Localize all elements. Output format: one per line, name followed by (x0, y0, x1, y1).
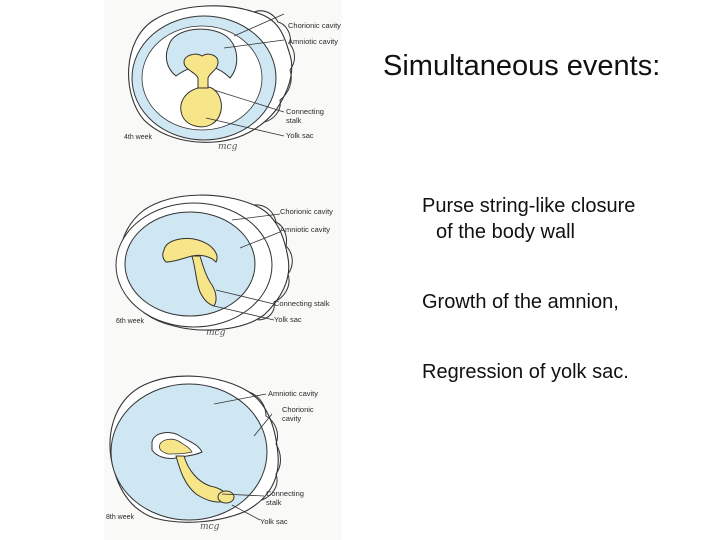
label-yolk-sac: Yolk sac (260, 517, 288, 526)
slide-title: Simultaneous events: (383, 50, 661, 82)
pointer-line (231, 213, 281, 221)
point-yolk-sac-regression: Regression of yolk sac. (422, 361, 629, 383)
pointer-line (223, 39, 285, 49)
week-label: 8th week (106, 514, 135, 521)
artist-signature: mcg (206, 328, 226, 338)
pointer-line (213, 89, 285, 113)
amniotic-cavity (124, 211, 256, 317)
yolk-sac (217, 490, 235, 504)
point-amnion-growth: Growth of the amnion, (422, 291, 619, 313)
pointer-line (233, 13, 285, 37)
pointer-line (221, 493, 265, 497)
point-body-wall-line1: Purse string-like closure (422, 195, 636, 217)
chorion-villi (253, 204, 293, 321)
artist-signature: mcg (200, 522, 220, 532)
week-label: 6th week (116, 318, 145, 325)
pointer-line (205, 117, 285, 137)
label-connecting-stalk: Connecting stalk (266, 489, 304, 507)
point-body-wall-line2: of the body wall (436, 221, 575, 243)
pointer-line (213, 393, 267, 405)
label-amniotic-cavity: Amniotic cavity (280, 225, 331, 234)
embryo-diagram-panel: Chorionic cavity Amniotic cavity Connect… (104, 0, 342, 540)
label-yolk-sac: Yolk sac (274, 315, 302, 324)
label-connecting-stalk: Connecting stalk (286, 107, 324, 125)
pointer-line (253, 413, 273, 437)
artist-signature: mcg (218, 142, 238, 152)
label-amniotic-cavity: Amniotic cavity (288, 37, 339, 46)
label-chorionic-cavity: Chorionic cavity (280, 207, 333, 216)
pointer-line (215, 289, 275, 305)
pointer-line (231, 504, 261, 521)
yolk-sac (180, 86, 222, 128)
label-yolk-sac: Yolk sac (286, 131, 314, 140)
embryo-body (162, 237, 218, 263)
label-amniotic-cavity: Amniotic cavity (268, 389, 319, 398)
label-chorionic-cavity: Chorionic cavity (288, 21, 341, 30)
embryo-body-inner (159, 438, 193, 455)
stage-4th-week (128, 5, 295, 143)
pointer-line (239, 231, 281, 249)
pointer-line (213, 305, 275, 321)
stage-6th-week (115, 194, 293, 331)
week-label: 4th week (124, 134, 153, 141)
embryo-diagram (109, 5, 295, 523)
chorion-villi (253, 10, 295, 123)
label-chorionic-cavity: Chorionic cavity (282, 405, 314, 423)
embryo-body (183, 53, 219, 91)
stage-8th-week (109, 375, 281, 523)
label-connecting-stalk: Connecting stalk (274, 299, 330, 308)
amniotic-cavity (165, 28, 238, 79)
chorion-villi (248, 391, 281, 501)
